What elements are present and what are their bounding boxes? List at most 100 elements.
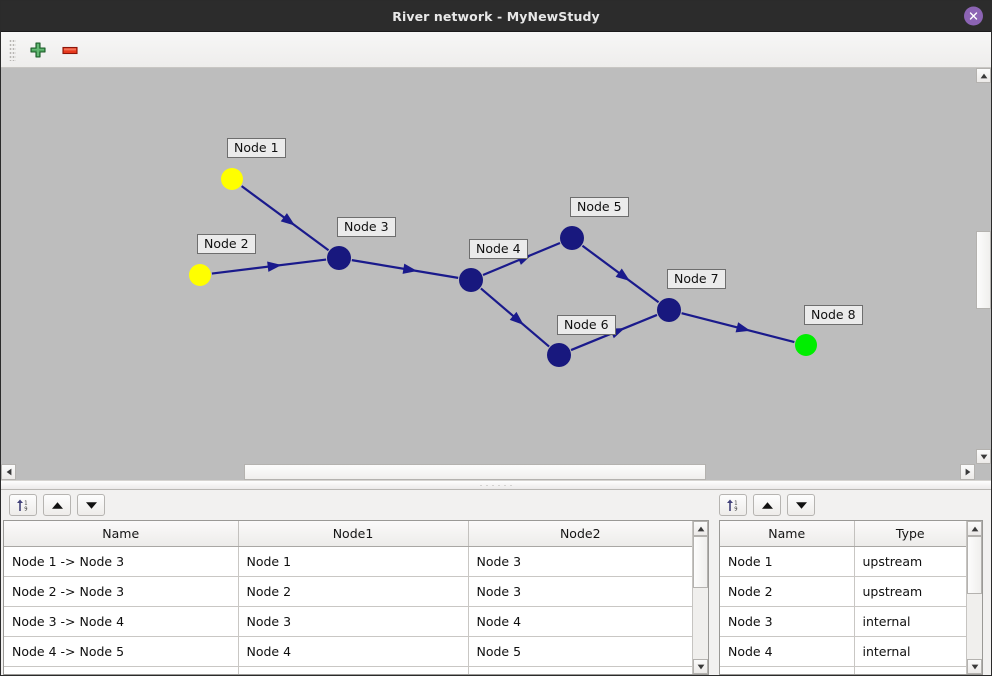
nodes-vscroll-track[interactable] bbox=[967, 536, 982, 659]
node-cell-empty[interactable] bbox=[854, 666, 966, 674]
node-cell[interactable]: internal bbox=[854, 606, 966, 637]
nodes-move-up-button[interactable] bbox=[753, 494, 781, 516]
close-button[interactable] bbox=[964, 6, 983, 26]
reaches-vscroll-thumb[interactable] bbox=[693, 536, 708, 588]
caret-down-icon bbox=[971, 664, 978, 669]
scroll-right-button[interactable] bbox=[960, 464, 975, 480]
node-cell[interactable]: upstream bbox=[854, 546, 966, 577]
nodes-vertical-scrollbar[interactable] bbox=[966, 521, 982, 674]
node-cell[interactable]: Node 4 bbox=[720, 636, 855, 667]
graph-node-label-node1[interactable]: Node 1 bbox=[227, 138, 286, 158]
reach-cell[interactable]: Node 3 bbox=[468, 576, 692, 607]
reach-cell[interactable]: Node 5 bbox=[468, 636, 692, 667]
scroll-left-button[interactable] bbox=[1, 464, 16, 480]
reaches-move-down-button[interactable] bbox=[77, 494, 105, 516]
graph-node-label-node2[interactable]: Node 2 bbox=[197, 234, 256, 254]
network-diagram-canvas[interactable]: Node 1 Node 2 Node 3 Node 4 Node 5 Node 6 Node… bbox=[1, 68, 975, 464]
node-cell[interactable]: internal bbox=[854, 636, 966, 667]
triangle-up-icon bbox=[761, 501, 773, 509]
reach-cell[interactable]: Node 4 bbox=[238, 636, 469, 667]
reaches-scroll-up-button[interactable] bbox=[693, 521, 708, 536]
reach-cell[interactable]: Node 4 bbox=[468, 606, 692, 637]
graph-node-node6[interactable] bbox=[547, 343, 571, 367]
reach-cell-empty[interactable] bbox=[4, 666, 239, 674]
triangle-down-icon bbox=[85, 501, 97, 509]
nodes-sort-button[interactable]: 1 9 bbox=[719, 494, 747, 516]
reaches-vertical-scrollbar[interactable] bbox=[692, 521, 708, 674]
graph-node-node3[interactable] bbox=[327, 246, 351, 270]
reach-cell-empty[interactable] bbox=[468, 666, 692, 674]
nodes-scroll-up-button[interactable] bbox=[967, 521, 982, 536]
reach-cell[interactable]: Node 2 -> Node 3 bbox=[4, 576, 239, 607]
graph-hscroll-track[interactable] bbox=[16, 464, 960, 480]
close-icon bbox=[969, 12, 978, 20]
nodes-vscroll-thumb[interactable] bbox=[967, 536, 982, 594]
graph-node-label-node4[interactable]: Node 4 bbox=[469, 239, 528, 259]
reaches-sort-button[interactable]: 1 9 bbox=[9, 494, 37, 516]
reaches-move-up-button[interactable] bbox=[43, 494, 71, 516]
triangle-up-icon bbox=[51, 501, 63, 509]
add-node-button[interactable] bbox=[24, 36, 52, 64]
triangle-down-icon bbox=[795, 501, 807, 509]
node-column-header-0[interactable]: Name bbox=[720, 521, 855, 547]
nodes-move-down-button[interactable] bbox=[787, 494, 815, 516]
node-row-empty[interactable] bbox=[720, 666, 966, 674]
graph-node-node2[interactable] bbox=[189, 264, 211, 286]
graph-horizontal-scrollbar[interactable] bbox=[1, 464, 991, 480]
graph-node-node4[interactable] bbox=[459, 268, 483, 292]
graph-node-label-node6[interactable]: Node 6 bbox=[557, 315, 616, 335]
remove-node-button[interactable] bbox=[56, 36, 84, 64]
nodes-scroll-down-button[interactable] bbox=[967, 659, 982, 674]
graph-node-node1[interactable] bbox=[221, 168, 243, 190]
toolbar-grip[interactable] bbox=[9, 38, 16, 61]
node-cell[interactable]: upstream bbox=[854, 576, 966, 607]
reach-cell[interactable]: Node 3 bbox=[238, 606, 469, 637]
reach-column-header-1[interactable]: Node1 bbox=[238, 521, 469, 547]
edge-arrow-icon bbox=[509, 311, 524, 325]
graph-vscroll-track[interactable] bbox=[976, 83, 991, 449]
graph-node-label-node7[interactable]: Node 7 bbox=[667, 269, 726, 289]
reaches-scroll-down-button[interactable] bbox=[693, 659, 708, 674]
reach-cell[interactable]: Node 2 bbox=[238, 576, 469, 607]
edge-arrow-icon bbox=[267, 261, 282, 272]
reach-cell[interactable]: Node 3 bbox=[468, 546, 692, 577]
scroll-down-button[interactable] bbox=[976, 449, 991, 464]
reach-column-header-0[interactable]: Name bbox=[4, 521, 239, 547]
graph-node-node7[interactable] bbox=[657, 298, 681, 322]
node-cell[interactable]: Node 1 bbox=[720, 546, 855, 577]
network-graph-svg bbox=[189, 168, 817, 367]
node-cell-empty[interactable] bbox=[720, 666, 855, 674]
graph-node-label-node5[interactable]: Node 5 bbox=[570, 197, 629, 217]
graph-hscroll-thumb[interactable] bbox=[244, 464, 706, 480]
reaches-vscroll-track[interactable] bbox=[693, 536, 708, 659]
graph-node-label-node3[interactable]: Node 3 bbox=[337, 217, 396, 237]
reach-cell[interactable]: Node 4 -> Node 5 bbox=[4, 636, 239, 667]
reach-row-empty[interactable] bbox=[4, 666, 692, 674]
graph-vscroll-thumb[interactable] bbox=[976, 231, 991, 309]
reach-column-header-2[interactable]: Node2 bbox=[468, 521, 692, 547]
graph-vertical-scrollbar[interactable] bbox=[975, 68, 991, 464]
horizontal-splitter[interactable] bbox=[1, 480, 991, 490]
graph-node-label-node8[interactable]: Node 8 bbox=[804, 305, 863, 325]
graph-node-node8[interactable] bbox=[795, 334, 817, 356]
bottom-panes: 1 9 bbox=[1, 490, 991, 675]
reach-cell[interactable]: Node 1 -> Node 3 bbox=[4, 546, 239, 577]
reach-cell-empty[interactable] bbox=[238, 666, 469, 674]
reach-cell[interactable]: Node 1 bbox=[238, 546, 469, 577]
node-column-header-1[interactable]: Type bbox=[854, 521, 966, 547]
node-cell[interactable]: Node 2 bbox=[720, 576, 855, 607]
reach-cell[interactable]: Node 3 -> Node 4 bbox=[4, 606, 239, 637]
scroll-up-button[interactable] bbox=[976, 68, 991, 83]
graph-node-node5[interactable] bbox=[560, 226, 584, 250]
node-cell[interactable]: Node 3 bbox=[720, 606, 855, 637]
